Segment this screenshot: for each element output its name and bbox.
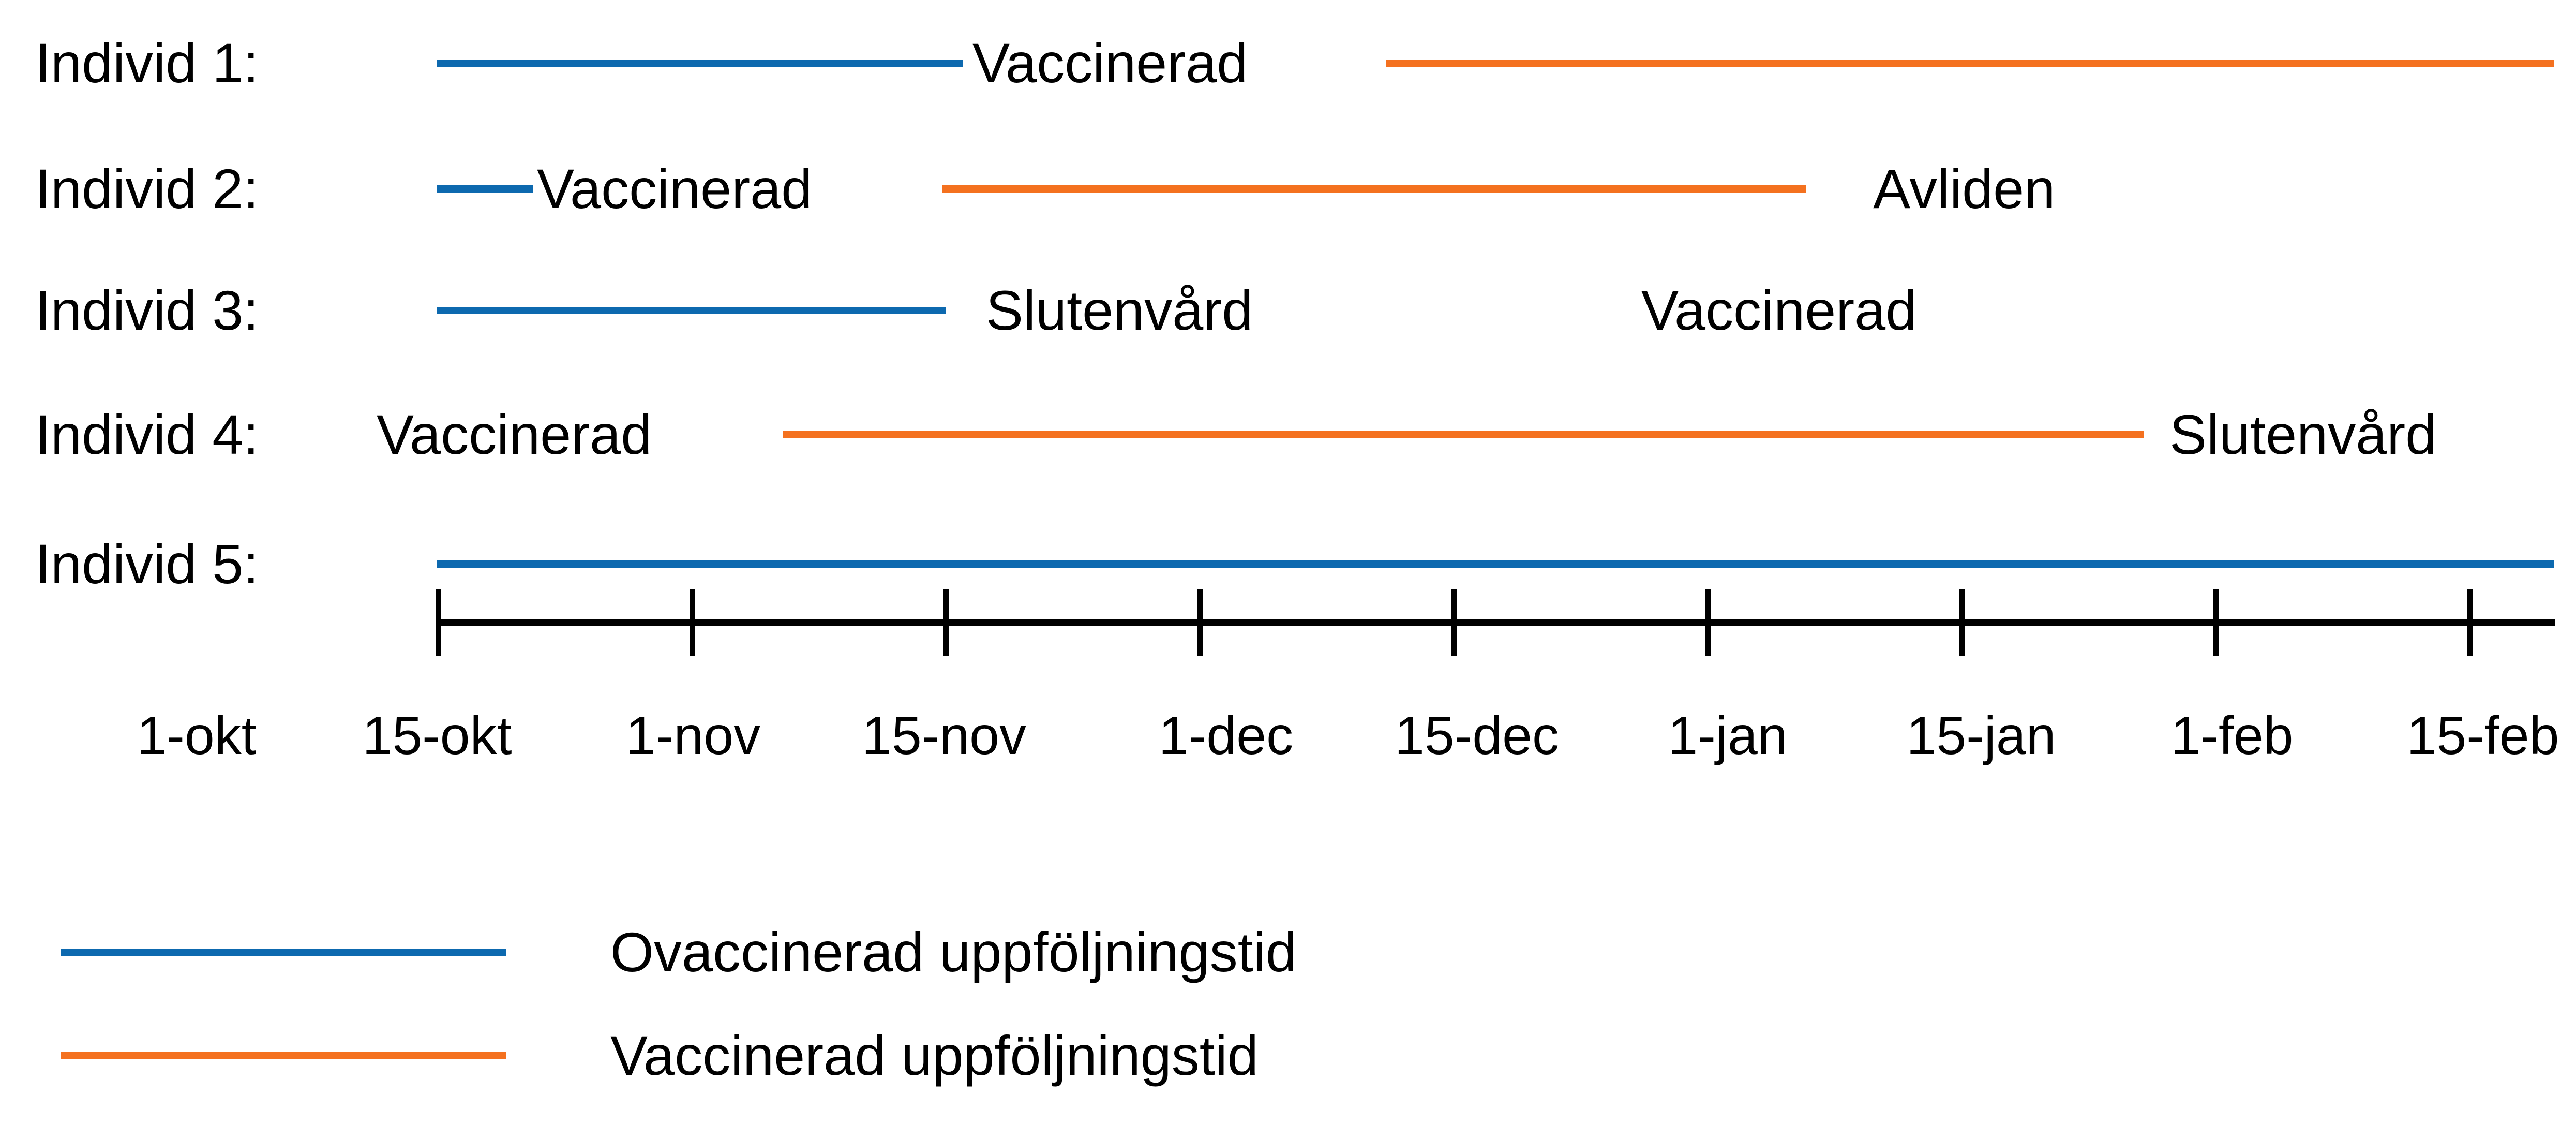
axis-tick-label-1-okt: 1-okt <box>137 706 257 766</box>
segment-vaccinated-row-2 <box>942 185 1806 193</box>
axis-tick-label-15-feb: 15-feb <box>2406 706 2559 766</box>
axis-tick-1-jan <box>1959 589 1965 656</box>
axis-tick-label-1-nov: 1-nov <box>625 706 761 766</box>
axis-tick-label-15-jan: 15-jan <box>1906 706 2056 766</box>
axis-tick-label-15-okt: 15-okt <box>362 706 512 766</box>
axis-tick-label-1-dec: 1-dec <box>1158 706 1294 766</box>
row-label-individ-3: Individ 3: <box>35 279 259 342</box>
time-axis-line <box>437 619 2555 626</box>
chart-legend: Ovaccinerad uppföljningstid Vaccinerad u… <box>0 900 2576 1107</box>
axis-tick-1-dec <box>1451 589 1457 656</box>
row-label-individ-2: Individ 2: <box>35 157 259 220</box>
legend-swatch-vaccinated-icon <box>61 1052 506 1059</box>
row-label-individ-4: Individ 4: <box>35 403 259 466</box>
event-label-vaccinerad-row-3: Vaccinerad <box>1641 279 1917 342</box>
event-label-vaccinerad-row-1: Vaccinerad <box>972 32 1248 94</box>
axis-tick-label-1-jan: 1-jan <box>1668 706 1788 766</box>
axis-tick-1-nov <box>943 589 949 656</box>
event-label-slutenvard-row-4: Slutenvård <box>2169 403 2437 466</box>
segment-unvaccinated-row-2 <box>437 185 533 193</box>
segment-unvaccinated-row-5 <box>437 560 2554 568</box>
legend-swatch-unvaccinated-icon <box>61 949 506 956</box>
legend-item-ovaccinerad: Ovaccinerad uppföljningstid <box>0 900 2576 1004</box>
axis-tick-1-feb <box>2467 589 2473 656</box>
axis-tick-15-dec <box>1705 589 1711 656</box>
segment-unvaccinated-row-1 <box>437 60 963 67</box>
axis-tick-label-15-nov: 15-nov <box>862 706 1026 766</box>
row-label-individ-5: Individ 5: <box>35 533 259 595</box>
legend-label-unvaccinated: Ovaccinerad uppföljningstid <box>610 921 1297 983</box>
segment-vaccinated-row-1 <box>1386 60 2554 67</box>
legend-item-vaccinerad: Vaccinerad uppföljningstid <box>0 1004 2576 1107</box>
axis-tick-15-okt <box>690 589 695 656</box>
event-label-vaccinerad-row-4: Vaccinerad <box>377 403 652 466</box>
event-label-slutenvard-row-3: Slutenvård <box>986 279 1253 342</box>
event-label-vaccinerad-row-2: Vaccinerad <box>537 157 813 220</box>
row-label-individ-1: Individ 1: <box>35 32 259 94</box>
axis-tick-label-1-feb: 1-feb <box>2170 706 2294 766</box>
axis-tick-label-15-dec: 15-dec <box>1395 706 1559 766</box>
event-label-avliden-row-2: Avliden <box>1873 157 2056 220</box>
segment-vaccinated-row-4 <box>783 431 2144 438</box>
legend-label-vaccinated: Vaccinerad uppföljningstid <box>610 1024 1259 1087</box>
segment-unvaccinated-row-3 <box>437 307 946 314</box>
axis-tick-1-okt <box>436 589 441 656</box>
axis-tick-15-nov <box>1197 589 1203 656</box>
axis-tick-15-jan <box>2213 589 2219 656</box>
